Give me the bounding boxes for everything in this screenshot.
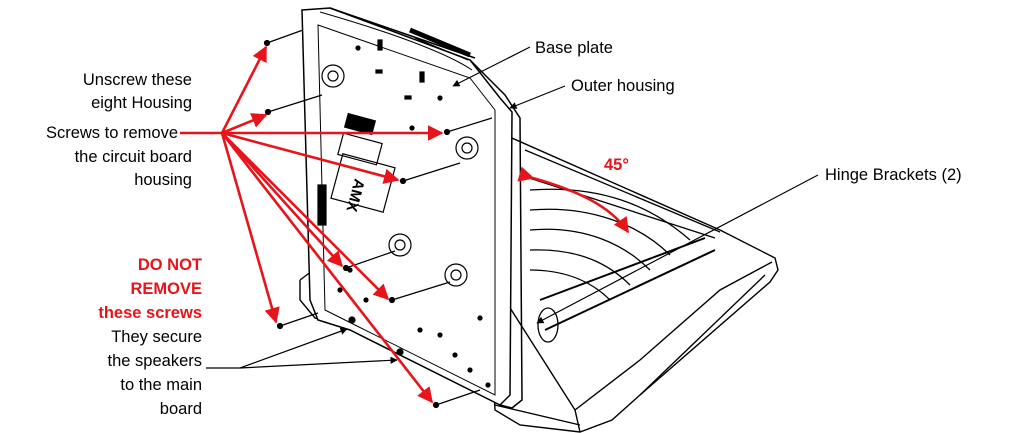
warn-line-3: these screws (98, 304, 202, 322)
label-base-plate: Base plate (535, 39, 613, 57)
label-outer-housing: Outer housing (571, 77, 675, 95)
warn-line-1: DO NOT (138, 256, 202, 274)
secure-line-4: board (160, 400, 202, 418)
unscrew-line-5: housing (134, 171, 192, 189)
label-angle: 45° (604, 156, 629, 174)
secure-line-1: They secure (111, 328, 202, 346)
unscrew-note: Unscrew these eight Housing Screws to re… (46, 71, 192, 189)
plate-details (317, 39, 491, 388)
secure-line-2: the speakers (108, 352, 202, 370)
secure-line-3: to the main (120, 376, 202, 394)
do-not-remove-note: DO NOT REMOVE these screws They secure t… (98, 256, 202, 418)
unscrew-line-3: Screws to remove (46, 124, 178, 142)
unscrew-line-2: eight Housing (91, 94, 192, 112)
warn-line-2: REMOVE (130, 280, 202, 298)
angle-arc (517, 166, 630, 234)
housing-screws (263, 29, 493, 409)
unscrew-line-1: Unscrew these (83, 71, 192, 89)
unscrew-line-4: the circuit board (75, 148, 192, 166)
leader-lines (206, 46, 819, 369)
label-hinge-brackets: Hinge Brackets (2) (825, 166, 962, 184)
